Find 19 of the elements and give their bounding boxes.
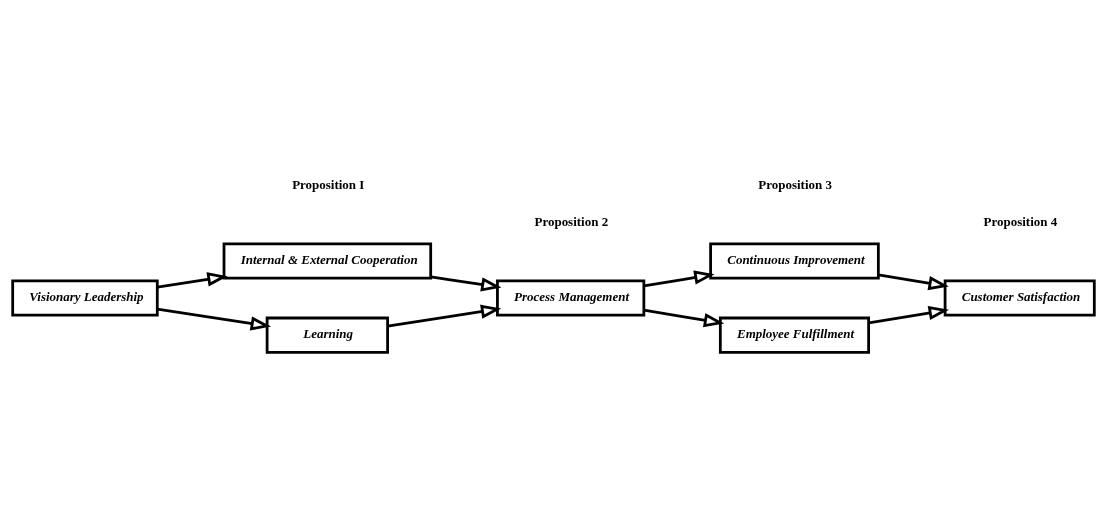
arrow — [157, 307, 272, 331]
node-box: Employee Fulfillment — [718, 316, 870, 354]
label: Proposition 4 — [983, 214, 1058, 230]
label: Proposition 3 — [758, 177, 832, 193]
node-box: Internal & External Cooperation — [222, 242, 433, 280]
node-box: Learning — [265, 316, 389, 354]
arrow — [157, 272, 228, 289]
node-box: Customer Satisfaction — [943, 279, 1096, 317]
node-box: Continuous Improvement — [709, 242, 880, 280]
arrow — [643, 270, 715, 288]
label: Proposition 2 — [534, 214, 609, 230]
arrow — [387, 304, 502, 328]
label: Proposition I — [292, 177, 365, 193]
arrow — [430, 275, 502, 292]
node-box: Visionary Leadership — [11, 279, 159, 317]
arrow — [643, 308, 725, 328]
arrow — [868, 305, 950, 325]
node-box: Process Management — [496, 279, 646, 317]
arrow — [878, 273, 949, 291]
